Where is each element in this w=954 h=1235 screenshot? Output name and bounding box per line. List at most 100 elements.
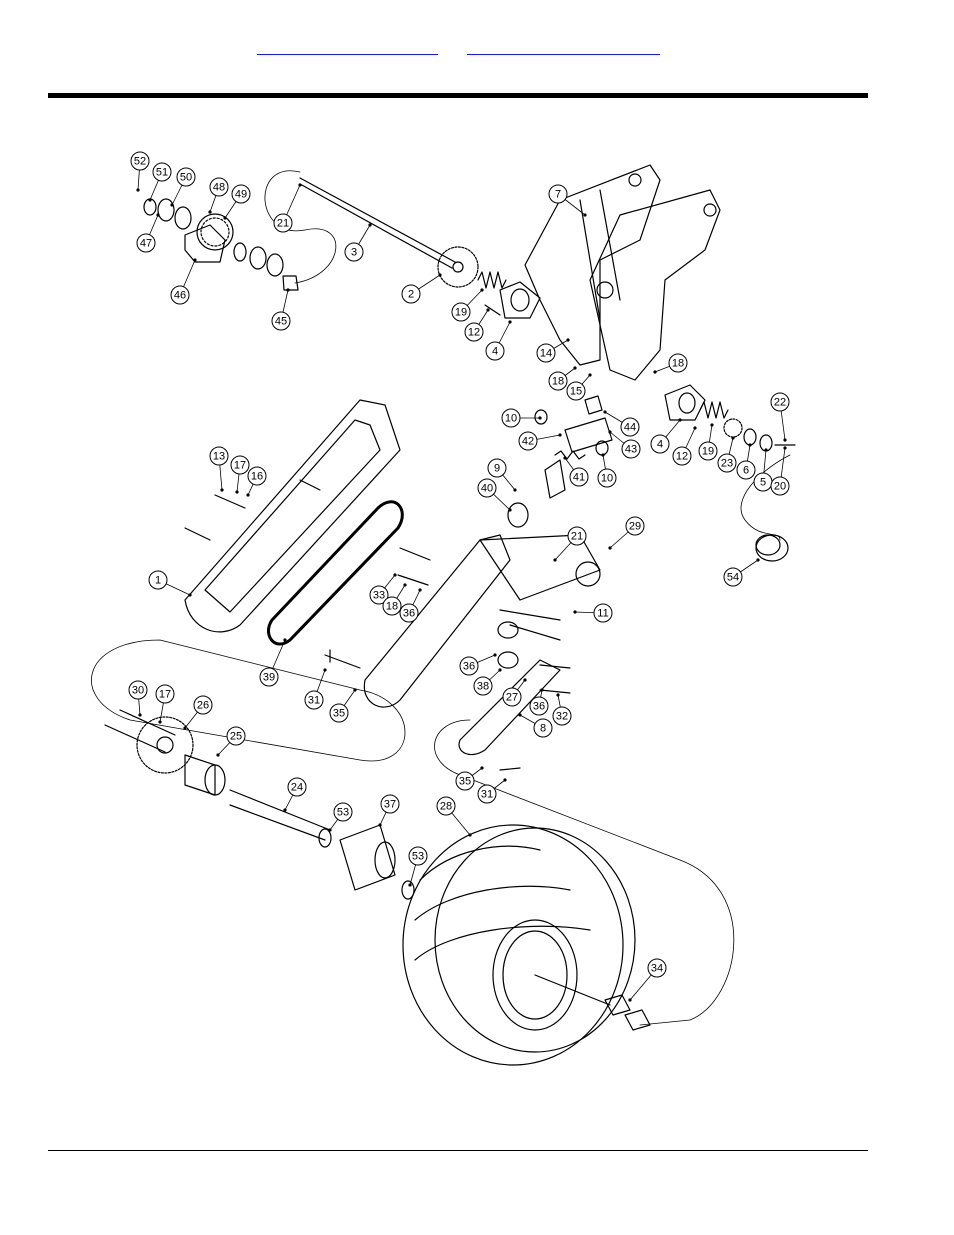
callout-number: 17 — [159, 689, 171, 701]
callout-number: 38 — [477, 681, 489, 693]
leader-arrow — [603, 410, 607, 414]
leader-arrow — [783, 438, 787, 442]
callout-number: 4 — [657, 439, 663, 451]
callout-number: 31 — [308, 695, 320, 707]
callout-number: 36 — [403, 608, 415, 620]
callout-number: 12 — [676, 451, 688, 463]
callout-number: 3 — [351, 247, 357, 259]
callout-circle — [259, 667, 279, 687]
leader-arrow — [246, 493, 250, 497]
callout-50: 50 — [170, 167, 196, 207]
leader-arrow — [393, 573, 397, 577]
callout-circle — [193, 695, 213, 715]
leader-arrow — [503, 778, 507, 782]
callout-52: 52 — [130, 151, 150, 192]
callout-16: 16 — [246, 466, 267, 497]
callout-number: 19 — [702, 446, 714, 458]
callout-number: 46 — [174, 290, 186, 302]
callout-circle — [136, 233, 156, 253]
callout-circle — [672, 446, 692, 466]
main-frame — [524, 164, 721, 381]
callout-number: 33 — [373, 590, 385, 602]
callout-circle — [552, 706, 572, 726]
bearing-assembly-top-left — [143, 198, 299, 291]
callout-47: 47 — [136, 213, 160, 253]
callout-19: 19 — [451, 288, 484, 322]
callout-17: 17 — [155, 684, 175, 724]
callout-circle — [736, 460, 756, 480]
callout-53: 53 — [328, 802, 353, 832]
callout-circle — [382, 596, 402, 616]
callout-circle — [148, 570, 168, 590]
footer-rule — [48, 1150, 868, 1151]
leader-arrow — [486, 308, 490, 312]
callout-number: 2 — [408, 289, 414, 301]
leader-arrow — [558, 433, 562, 437]
callout-41: 41 — [563, 456, 589, 487]
leader-arrow — [513, 488, 517, 492]
leader-arrow — [138, 713, 142, 717]
callout-circle — [226, 726, 246, 746]
callout-circle — [380, 794, 400, 814]
callout-number: 47 — [140, 238, 152, 250]
callout-circle — [770, 476, 790, 496]
leader-arrow — [748, 443, 752, 447]
top-link-right[interactable] — [467, 36, 660, 55]
callout-circle — [567, 526, 587, 546]
leader-arrow — [573, 610, 577, 614]
leader-arrow — [328, 828, 332, 832]
callout-number: 45 — [275, 316, 287, 328]
callout-6: 6 — [736, 443, 756, 480]
callout-circle — [230, 455, 250, 475]
callout-38: 38 — [473, 668, 502, 696]
callout-number: 41 — [573, 472, 585, 484]
callout-circle — [650, 434, 670, 454]
callout-26: 26 — [183, 695, 213, 730]
callout-12: 12 — [464, 308, 490, 342]
callout-number: 19 — [455, 307, 467, 319]
leader-arrow — [418, 588, 422, 592]
leader-arrow — [283, 638, 287, 642]
callout-49: 49 — [223, 184, 251, 220]
callout-17: 17 — [230, 455, 250, 494]
callout-27: 27 — [502, 678, 527, 707]
spring-and-flange-upper — [477, 271, 541, 319]
callout-circle — [247, 466, 267, 486]
callout-circle — [344, 242, 364, 262]
callout-number: 8 — [540, 723, 546, 735]
callout-29: 29 — [608, 516, 645, 550]
callout-circle — [597, 468, 617, 488]
leader-arrow — [223, 216, 227, 220]
callout-circle — [231, 184, 251, 204]
leader-arrow — [783, 446, 787, 450]
callout-circle — [287, 777, 307, 797]
callout-number: 25 — [230, 731, 242, 743]
leader-arrow — [573, 366, 577, 370]
leader-arrow — [566, 338, 570, 342]
callout-number: 7 — [555, 189, 561, 201]
callout-54: 54 — [723, 558, 760, 587]
callout-40: 40 — [477, 478, 512, 512]
callout-number: 30 — [132, 685, 144, 697]
leader-arrow — [498, 668, 502, 672]
callout-number: 23 — [721, 458, 733, 470]
top-link-left[interactable] — [257, 36, 438, 55]
callout-10: 10 — [501, 408, 542, 428]
callout-circle — [723, 567, 743, 587]
callout-9: 9 — [487, 458, 517, 492]
callout-19: 19 — [698, 423, 718, 461]
callout-14: 14 — [536, 338, 570, 363]
callout-circle — [569, 467, 589, 487]
chain-guard — [184, 399, 401, 633]
callout-number: 35 — [333, 708, 345, 720]
callout-number: 35 — [459, 776, 471, 788]
hub-cap — [755, 534, 789, 562]
callout-23: 23 — [717, 436, 737, 473]
leader-arrow — [608, 430, 612, 434]
leader-arrow — [523, 678, 527, 682]
leader-arrow — [480, 288, 484, 292]
callout-circle — [625, 516, 645, 536]
callout-circle — [459, 656, 479, 676]
